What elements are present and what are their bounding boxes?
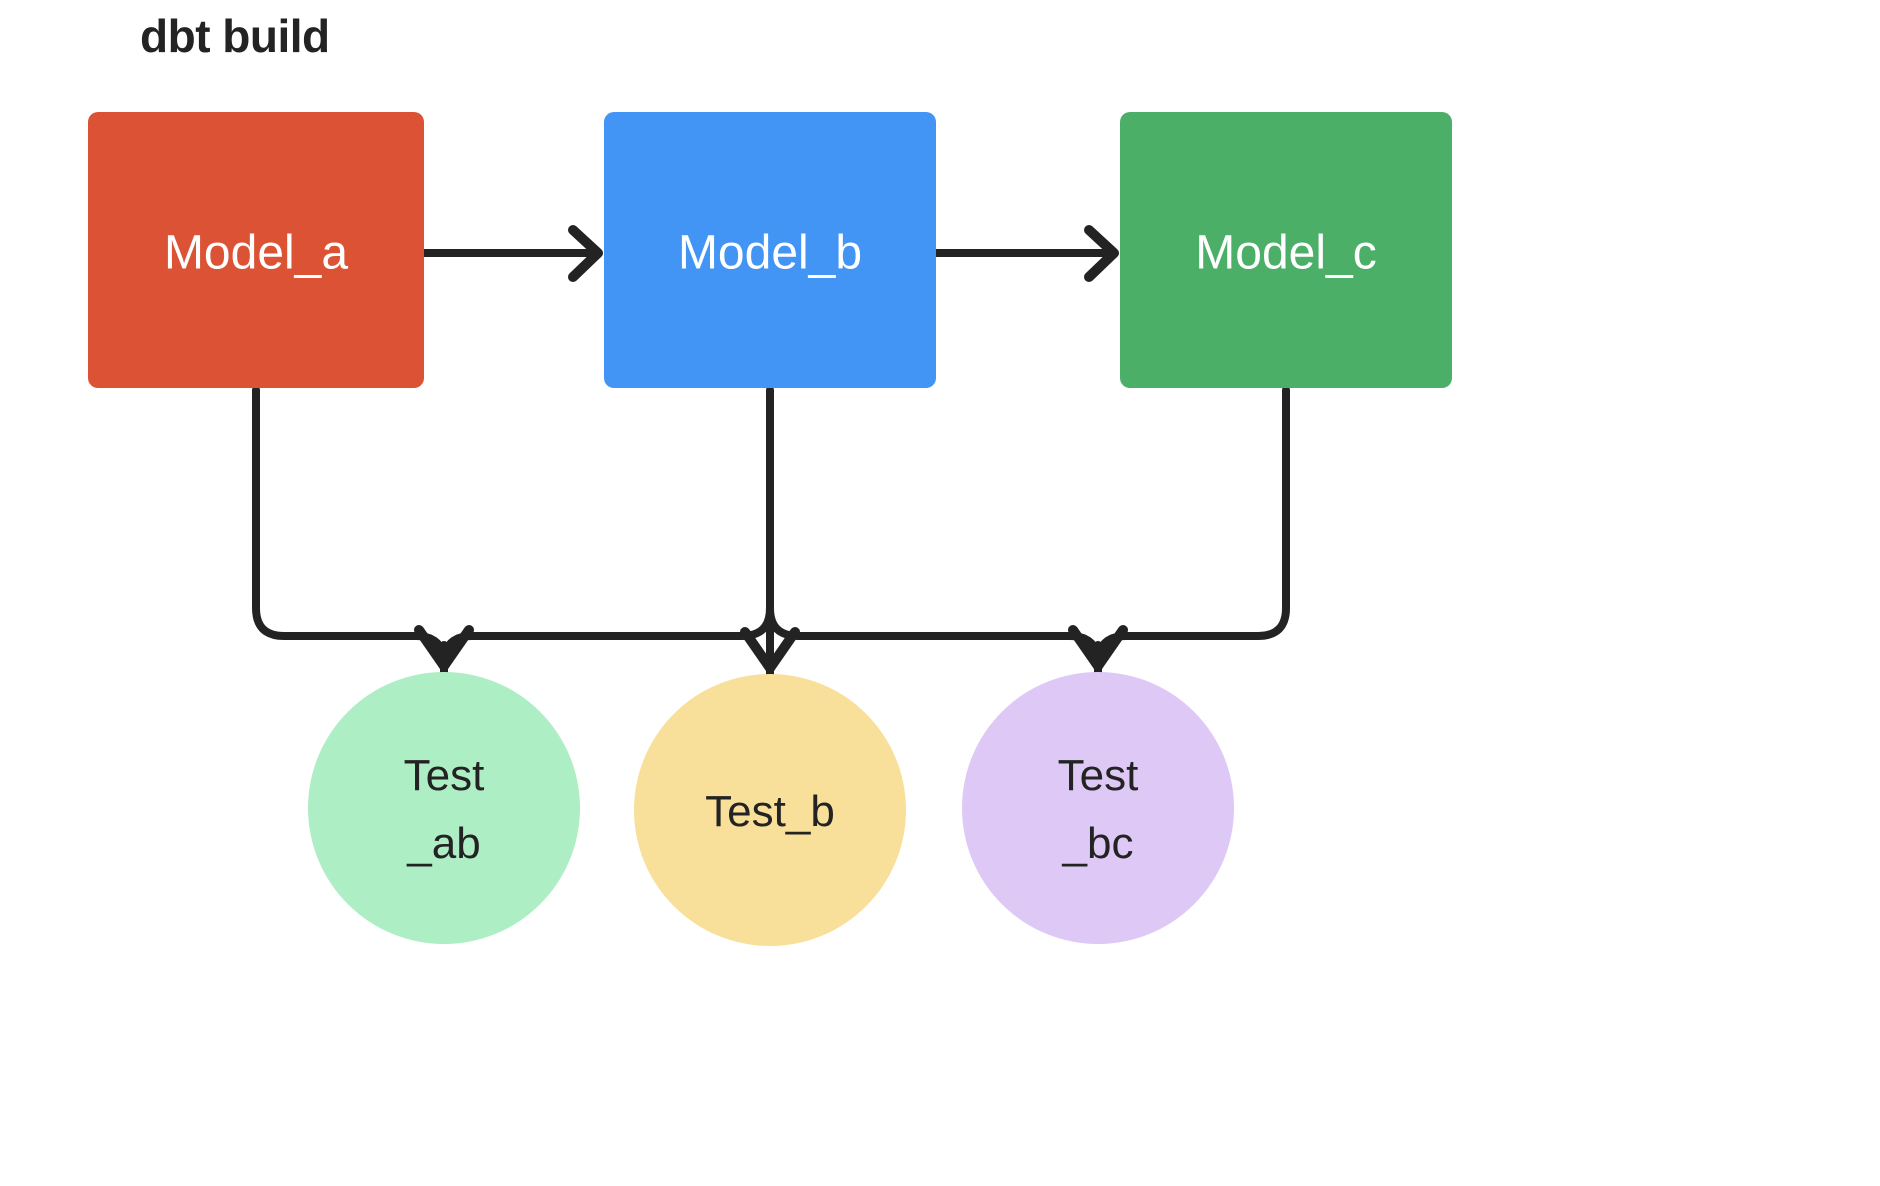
node-test-bc-label-line2: _bc (1062, 819, 1134, 868)
node-model-c-label: Model_c (1195, 227, 1376, 280)
node-test-bc-shape[interactable] (962, 672, 1234, 944)
edge-model-b-to-test-bc (766, 604, 1102, 668)
node-test-bc[interactable]: Test _bc (962, 672, 1234, 944)
node-test-b-shape[interactable] (634, 674, 906, 946)
node-test-ab[interactable]: Test _ab (308, 672, 580, 944)
node-model-a-label: Model_a (164, 227, 348, 280)
edge-model-b-to-test-ab (440, 604, 774, 668)
edge-model-c-to-test-bc (1094, 386, 1290, 668)
node-test-bc-label-line1: Test (1058, 751, 1139, 800)
node-model-b-shape[interactable] (604, 112, 936, 388)
diagram-title: dbt build (140, 10, 330, 62)
node-model-a[interactable]: Model_a (88, 112, 424, 388)
node-test-b[interactable]: Test_b (634, 674, 906, 946)
node-model-b-label: Model_b (678, 227, 862, 280)
edge-model-a-to-test-ab (252, 386, 448, 668)
node-test-b-label-line1: Test_b (705, 787, 835, 836)
node-model-a-shape[interactable] (88, 112, 424, 388)
node-test-ab-label-line2: _ab (406, 819, 480, 868)
node-model-b[interactable]: Model_b (604, 112, 936, 388)
edge-model-a-to-model-b (420, 225, 603, 282)
edge-model-b-to-model-c (932, 225, 1119, 282)
node-model-c[interactable]: Model_c (1120, 112, 1452, 388)
node-model-c-shape[interactable] (1120, 112, 1452, 388)
node-test-ab-label-line1: Test (404, 751, 485, 800)
node-test-ab-shape[interactable] (308, 672, 580, 944)
